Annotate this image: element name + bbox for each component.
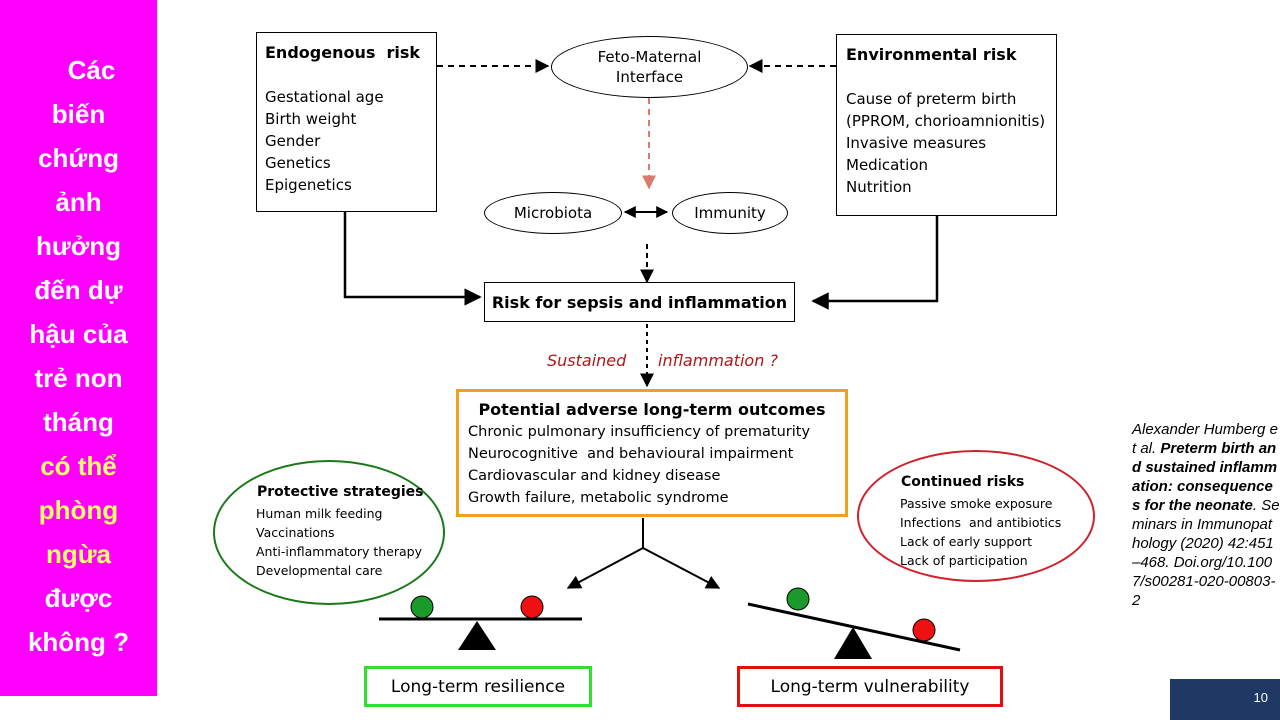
adverse-outcomes-title: Potential adverse long-term outcomes	[478, 400, 826, 419]
balance-fulcrum-right	[834, 627, 872, 659]
sidebar-line: tháng	[43, 407, 114, 437]
list-item: Anti-inflammatory therapy	[256, 544, 423, 559]
endogenous-risk-title: Endogenous risk	[265, 43, 421, 62]
sidebar-line: chứng	[38, 143, 119, 173]
sidebar-title: Các biến chứng ảnh hưởng đến dự hậu của …	[0, 48, 157, 664]
citation-title: Preterm birth and sustained inflammation…	[1132, 440, 1278, 514]
sidebar-highlight-line: ngừa	[45, 539, 112, 569]
citation-title-end: .	[1252, 497, 1258, 514]
citation: Alexander Humberg et al. Preterm birth a…	[1132, 420, 1280, 610]
protective-strategies-ellipse: Protective strategies Human milk feeding…	[213, 460, 445, 605]
list-item: Gestational age	[265, 88, 384, 106]
continued-risks-ellipse: Continued risks Passive smoke exposure I…	[857, 450, 1095, 582]
citation-authors: Alexander Humberg et al.	[1132, 421, 1278, 457]
sidebar-line: hậu của	[29, 319, 128, 349]
sidebar-line: Các	[67, 55, 116, 85]
sepsis-inflammation-box: Risk for sepsis and inflammation	[484, 282, 795, 322]
sustained-label-right: inflammation ?	[658, 351, 778, 370]
microbiota-ellipse: Microbiota	[484, 192, 622, 234]
long-term-vulnerability-label: Long-term vulnerability	[770, 676, 970, 697]
endogenous-risk-box: Endogenous risk Gestational age Birth we…	[256, 32, 437, 212]
sustained-label-left: Sustained	[547, 351, 627, 370]
list-item: Growth failure, metabolic syndrome	[468, 490, 729, 506]
list-item: Passive smoke exposure	[900, 496, 1053, 511]
list-item: Chronic pulmonary insufficiency of prema…	[468, 424, 811, 440]
protective-strategies-list: Human milk feeding Vaccinations Anti-inf…	[256, 504, 422, 580]
citation-doi: Doi.org/10.1007/s00281-020-00803-2	[1132, 554, 1276, 609]
sidebar-highlight-line: có thể	[40, 451, 117, 481]
immunity-label: Immunity	[694, 204, 766, 222]
sidebar-line: ảnh	[55, 187, 102, 217]
environmental-risk-box: Environmental risk Cause of preterm birt…	[836, 34, 1057, 216]
feto-maternal-interface-ellipse: Feto-Maternal Interface	[551, 36, 748, 98]
list-item: Medication	[846, 156, 929, 174]
sidebar-line: trẻ non	[34, 363, 123, 393]
list-item: Cause of preterm birth	[846, 90, 1017, 108]
list-item: Genetics	[265, 154, 331, 172]
list-item: Vaccinations	[256, 525, 335, 540]
continued-risks-list: Passive smoke exposure Infections and an…	[900, 494, 1061, 570]
arrow-environmental-to-sepsis	[811, 216, 939, 310]
arrow-to-resilience	[566, 547, 644, 589]
sidebar-line: đến dự	[34, 275, 123, 305]
list-item: Cardiovascular and kidney disease	[468, 468, 721, 484]
sidebar-tail-line: được	[44, 583, 113, 613]
title-sidebar: Các biến chứng ảnh hưởng đến dự hậu của …	[0, 0, 157, 696]
arrow-to-vulnerability	[642, 547, 721, 589]
list-item: Birth weight	[265, 110, 357, 128]
adverse-outcomes-list: Chronic pulmonary insufficiency of prema…	[468, 421, 836, 509]
page-number: 10	[1253, 690, 1268, 705]
sidebar-tail-line: không ?	[27, 627, 130, 657]
protective-strategies-title: Protective strategies	[257, 484, 424, 500]
list-item: Invasive measures	[846, 134, 987, 152]
list-item: Epigenetics	[265, 176, 352, 194]
long-term-vulnerability-box: Long-term vulnerability	[737, 666, 1003, 707]
environmental-risk-list: Cause of preterm birth (PPROM, chorioamn…	[846, 88, 1047, 198]
long-term-resilience-label: Long-term resilience	[390, 676, 566, 697]
red-ball-icon	[912, 618, 936, 642]
sidebar-line: hưởng	[36, 231, 121, 261]
endogenous-risk-list: Gestational age Birth weight Gender Gene…	[265, 86, 428, 196]
list-item: Developmental care	[256, 563, 383, 578]
red-ball-icon	[520, 595, 544, 619]
list-item: Gender	[265, 132, 321, 150]
balance-beam-right	[747, 602, 961, 652]
citation-journal: Seminars in Immunopathology (2020) 42:45…	[1132, 497, 1280, 571]
list-item: Infections and antibiotics	[900, 515, 1062, 530]
balance-fulcrum-left	[458, 621, 496, 650]
sidebar-line: biến	[51, 99, 106, 129]
green-ball-icon	[786, 587, 810, 611]
list-item: Human milk feeding	[256, 506, 383, 521]
list-item: Lack of early support	[900, 534, 1033, 549]
feto-maternal-line1: Feto-Maternal	[597, 48, 702, 66]
page-number-bar: 10	[1170, 679, 1280, 720]
long-term-resilience-box: Long-term resilience	[364, 666, 592, 707]
list-item: (PPROM, chorioamnionitis)	[846, 112, 1046, 130]
microbiota-label: Microbiota	[513, 204, 593, 222]
feto-maternal-line2: Interface	[615, 68, 684, 86]
list-item: Lack of participation	[900, 553, 1028, 568]
sepsis-inflammation-label: Risk for sepsis and inflammation	[491, 292, 788, 312]
green-ball-icon	[410, 595, 434, 619]
list-item: Nutrition	[846, 178, 912, 196]
arrow-endogenous-to-sepsis	[343, 212, 482, 306]
continued-risks-title: Continued risks	[901, 474, 1025, 490]
immunity-ellipse: Immunity	[672, 192, 788, 234]
list-item: Neurocognitive and behavioural impairmen…	[468, 446, 794, 462]
adverse-outcomes-box: Potential adverse long-term outcomes Chr…	[456, 389, 848, 517]
environmental-risk-title: Environmental risk	[846, 45, 1017, 64]
sidebar-highlight-line: phòng	[38, 495, 119, 525]
